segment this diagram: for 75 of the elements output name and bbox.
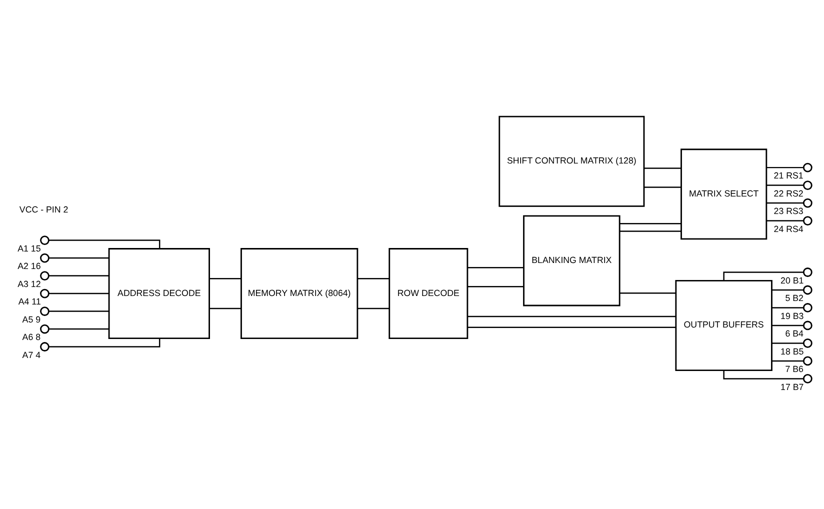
node-label: A3 12 [18, 278, 41, 289]
connector [620, 222, 682, 224]
node-label: 17 B7 [780, 382, 804, 392]
node-label: 21 RS1 [774, 170, 804, 181]
node-circle [802, 303, 812, 312]
node-circle [802, 374, 812, 384]
connector [468, 286, 524, 288]
node-circle [40, 288, 50, 298]
node-label: A4 11 [18, 296, 41, 307]
node-circle [40, 271, 50, 280]
node-circle [802, 268, 812, 277]
connector [620, 292, 676, 294]
node-label: 6 B4 [785, 328, 804, 339]
node-label: A1 15 [18, 243, 41, 254]
node-label: A2 16 [18, 261, 41, 272]
node-circle [802, 162, 812, 172]
node-circle [40, 324, 50, 334]
node-label: 18 B5 [780, 346, 804, 356]
connector [723, 370, 804, 380]
node-box: BLANKING MATRIX [523, 215, 620, 306]
connector [766, 202, 804, 204]
connector [209, 308, 242, 310]
label: VCC - PIN 2 [19, 204, 68, 214]
connector [620, 230, 682, 232]
connector [209, 278, 242, 280]
node-box: SHIFT CONTROL MATRIX (128) [498, 116, 645, 207]
connector [48, 275, 109, 276]
connector [468, 326, 676, 328]
connector [766, 220, 804, 222]
connector [48, 310, 109, 312]
node-circle [802, 285, 812, 295]
connector [357, 278, 390, 280]
node-box: MATRIX SELECT [680, 148, 768, 240]
node-label: 23 RS3 [774, 206, 804, 216]
node-label: 19 B3 [780, 310, 804, 321]
connector [644, 168, 681, 169]
node-label: A6 8 [22, 332, 41, 342]
connector [723, 272, 804, 281]
connector [772, 289, 804, 291]
connector [772, 360, 804, 362]
node-label: 5 B2 [785, 293, 804, 304]
node-circle [40, 253, 50, 263]
node-circle [802, 216, 812, 226]
node-label: A7 4 [22, 350, 41, 360]
connector [48, 338, 160, 348]
node-box: OUTPUT BUFFERS [675, 280, 772, 371]
connector [772, 342, 804, 344]
connector [644, 186, 681, 188]
connector [48, 292, 109, 294]
connector [48, 240, 160, 249]
connector [48, 257, 109, 259]
node-label: 7 B6 [785, 364, 804, 374]
node-circle [802, 338, 812, 348]
node-label: 22 RS2 [774, 188, 804, 198]
connector [468, 316, 676, 318]
node-circle [802, 180, 812, 190]
node-box: ADDRESS DECODE [108, 248, 210, 340]
connector [357, 308, 390, 310]
node-box: MEMORY MATRIX (8064) [240, 248, 358, 340]
node-label: A5 9 [22, 314, 41, 324]
connector [48, 328, 109, 330]
connector [772, 307, 804, 308]
node-label: 20 B1 [780, 275, 804, 286]
connector [766, 184, 804, 186]
node-circle [40, 342, 50, 352]
node-circle [802, 320, 812, 330]
node-label: 24 RS4 [774, 224, 804, 234]
connector [468, 267, 524, 268]
connector [766, 166, 804, 168]
node-circle [40, 236, 50, 246]
node-circle [40, 306, 50, 316]
node-box: ROW DECODE [388, 248, 468, 340]
node-circle [802, 198, 812, 208]
connector [772, 324, 804, 326]
node-circle [802, 356, 812, 366]
